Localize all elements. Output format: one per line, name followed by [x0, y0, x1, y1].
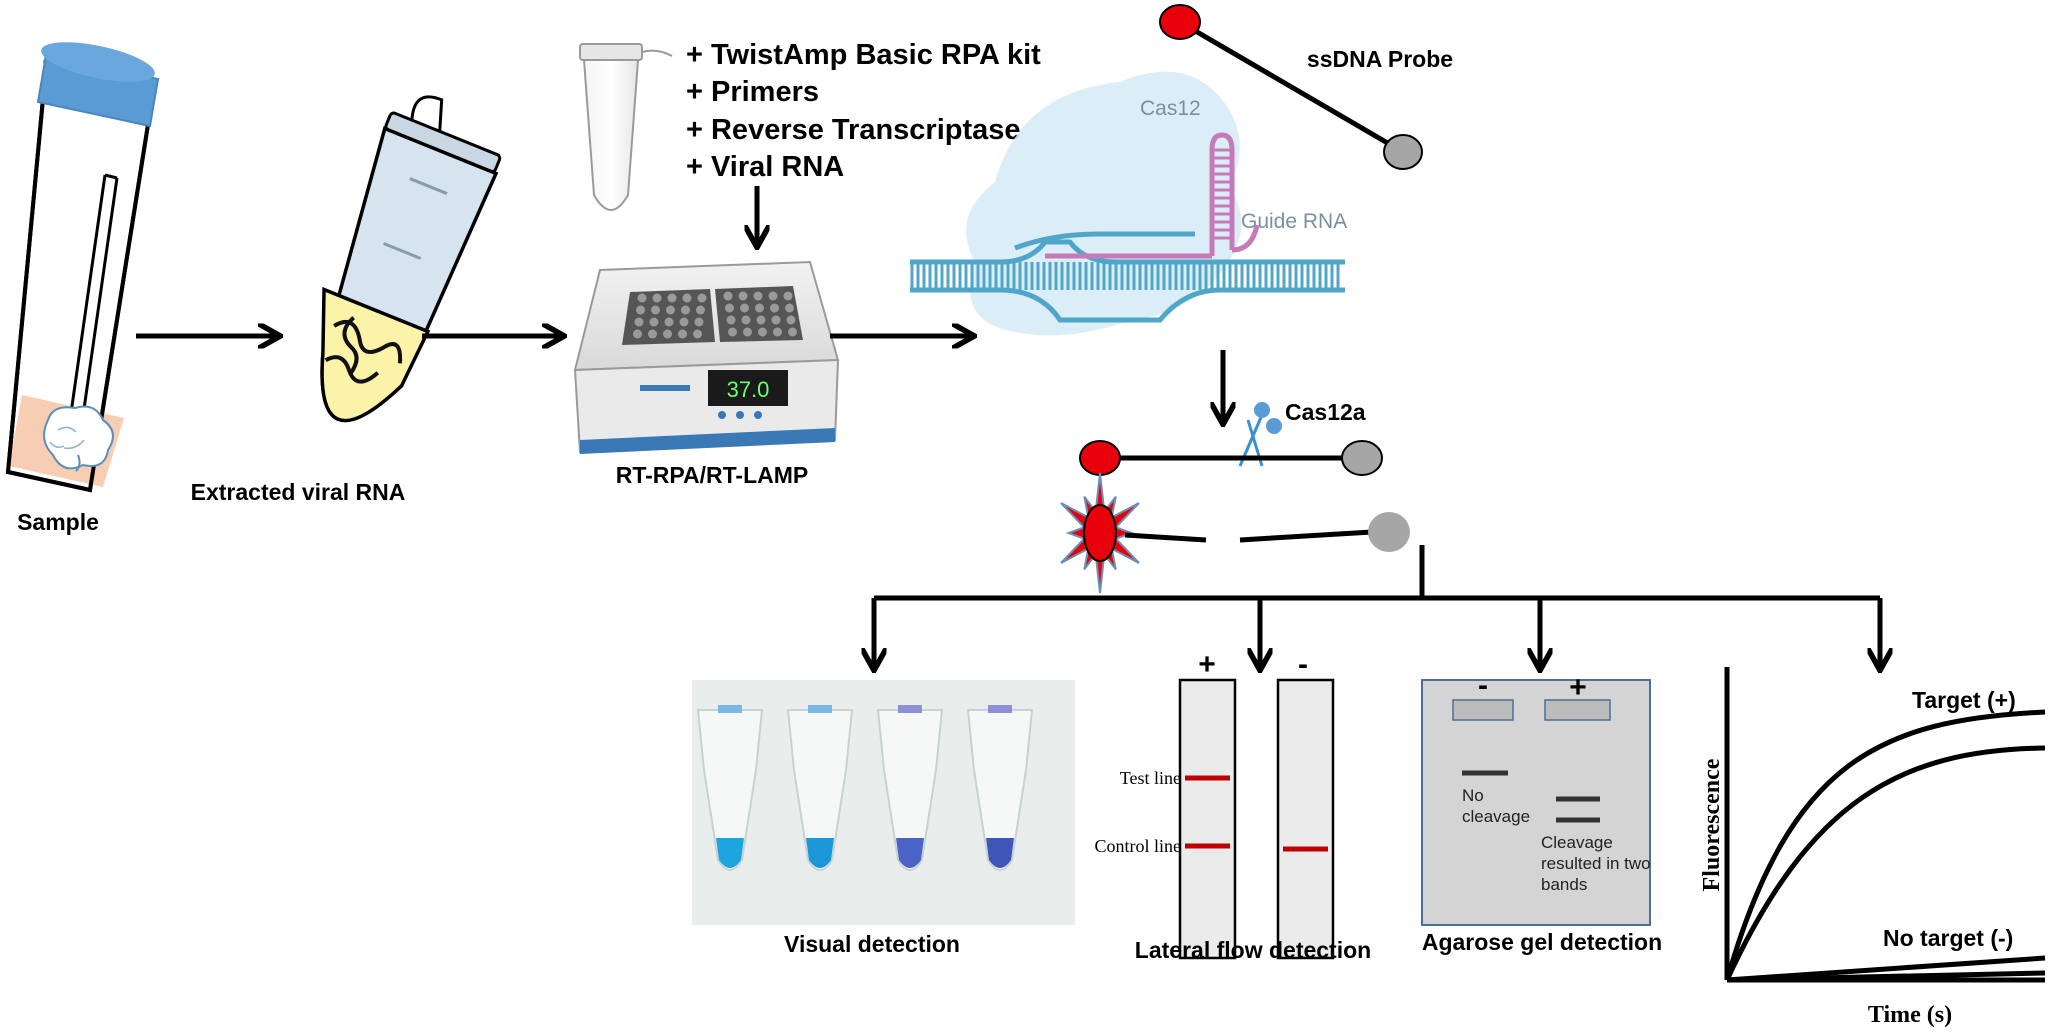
fluorescence-plot — [1724, 667, 2046, 983]
cas12-complex — [910, 71, 1345, 336]
block-well — [648, 329, 657, 339]
block-well — [728, 327, 737, 337]
block-well — [738, 291, 748, 301]
block-well — [788, 327, 797, 337]
block-well — [771, 315, 781, 325]
block-well — [786, 315, 796, 325]
block-well — [666, 305, 675, 315]
branch-connectors — [874, 545, 1880, 668]
block-well — [667, 293, 677, 303]
reagent-item: + TwistAmp Basic RPA kit — [686, 39, 1041, 71]
block-well — [743, 327, 752, 337]
photo-tube — [876, 705, 944, 871]
photo-tube — [786, 705, 854, 871]
ssdna-probe — [1159, 4, 1423, 170]
block-well — [770, 303, 779, 313]
block-well — [756, 315, 766, 325]
agarose-gel — [1421, 679, 1651, 926]
block-well — [783, 291, 793, 301]
block-well — [633, 329, 642, 339]
block-well — [697, 293, 707, 303]
block-well — [664, 317, 674, 327]
block-well — [663, 329, 672, 339]
no-cleavage-line: No — [1462, 786, 1484, 805]
cleaved-reporter — [1060, 472, 1410, 594]
block-well — [725, 303, 734, 313]
block-well — [696, 305, 705, 315]
block-well — [637, 293, 647, 303]
cleavage-line: bands — [1541, 875, 1587, 894]
fluorescence-xlabel: Time (s) — [1868, 1002, 1952, 1028]
block-well — [681, 305, 690, 315]
test-line-label: Test line — [1120, 768, 1181, 788]
block-well — [693, 329, 702, 339]
block-well — [726, 315, 736, 325]
strip-minus-label: - — [1298, 648, 1308, 681]
cleavage-line: Cleavage — [1541, 833, 1613, 852]
photo-tube — [966, 705, 1034, 871]
reagent-item: + Primers — [686, 76, 819, 108]
visual-detection-photo — [692, 680, 1075, 925]
block-well — [636, 305, 645, 315]
block-well — [678, 329, 687, 339]
strip-plus-label: + — [1198, 648, 1216, 681]
amplification-label: RT-RPA/RT-LAMP — [616, 462, 809, 488]
photo-tube — [696, 705, 764, 871]
heat-block-display: 37.0 — [727, 377, 770, 402]
intact-reporter — [1079, 440, 1383, 476]
block-well — [682, 293, 692, 303]
ssdna-probe-label: ssDNA Probe — [1307, 46, 1453, 72]
extracted-rna-label: Extracted viral RNA — [191, 479, 406, 505]
cleavage-line: resulted in two — [1541, 854, 1651, 873]
fluorescence-ylabel: Fluorescence — [1699, 758, 1725, 891]
lateral-flow-label: Lateral flow detection — [1135, 937, 1371, 963]
gel-minus-label: - — [1478, 669, 1488, 702]
reagent-item: + Viral RNA — [686, 151, 844, 183]
lateral-flow-strips — [1178, 678, 1335, 960]
heat-block-device: 37.0 — [573, 260, 840, 454]
pcr-tube-icon — [579, 43, 673, 211]
block-well — [753, 291, 763, 301]
target-positive-label: Target (+) — [1912, 687, 2016, 713]
reagent-item: + Reverse Transcriptase — [686, 114, 1021, 146]
block-well — [634, 317, 644, 327]
sample-label: Sample — [17, 509, 99, 535]
sample-tube — [5, 42, 160, 493]
block-well — [723, 291, 733, 301]
block-well — [785, 303, 794, 313]
block-well — [694, 317, 704, 327]
block-well — [768, 291, 778, 301]
visual-detection-label: Visual detection — [784, 931, 960, 957]
cas12-label: Cas12 — [1140, 97, 1201, 120]
no-cleavage-line: cleavage — [1462, 807, 1530, 826]
block-well — [740, 303, 749, 313]
block-well — [652, 293, 662, 303]
block-well — [649, 317, 659, 327]
cas12a-label: Cas12a — [1285, 399, 1366, 425]
target-negative-label: No target (-) — [1883, 925, 2013, 951]
block-well — [755, 303, 764, 313]
control-line-label: Control line — [1095, 836, 1182, 856]
agarose-label: Agarose gel detection — [1422, 929, 1662, 955]
guide-rna-label: Guide RNA — [1241, 210, 1347, 233]
gel-plus-label: + — [1569, 671, 1587, 704]
block-well — [773, 327, 782, 337]
block-well — [679, 317, 689, 327]
block-well — [651, 305, 660, 315]
rna-tube — [320, 95, 502, 423]
block-well — [758, 327, 767, 337]
block-well — [741, 315, 751, 325]
